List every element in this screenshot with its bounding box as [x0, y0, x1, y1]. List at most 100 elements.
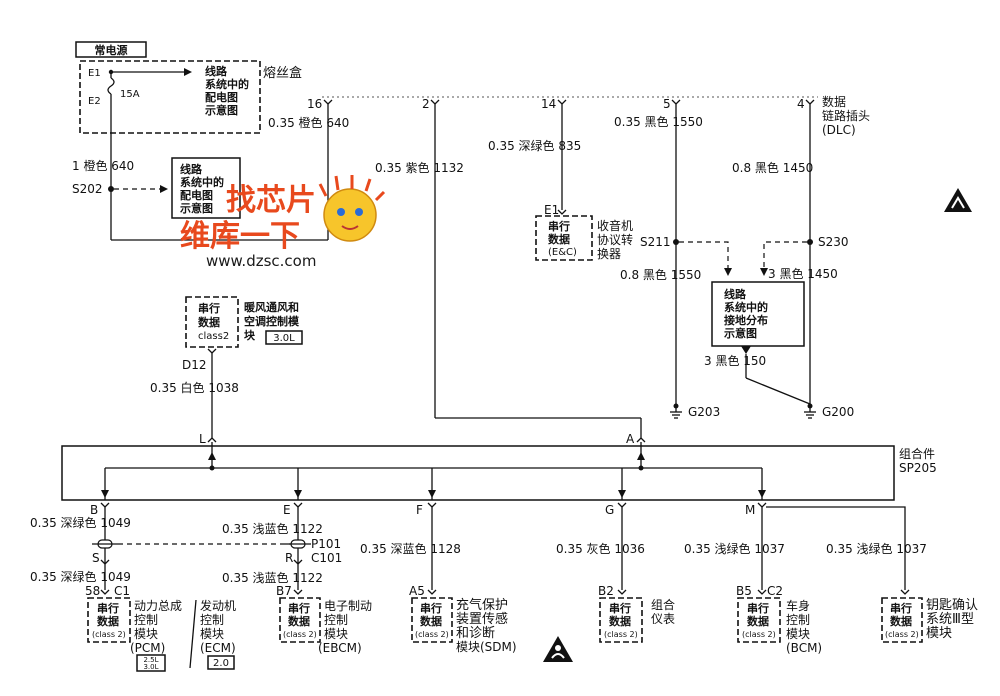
splice-s211: S211: [640, 235, 671, 249]
dlc-pin-16: 16: [307, 97, 322, 111]
airbag-warning-icon: [543, 636, 573, 662]
ground-distribution-ref-box: [711, 281, 805, 347]
esd-warning-icon: [944, 188, 972, 212]
watermark-line1: 找芯片: [226, 183, 316, 218]
wire-label-m2: 0.35 浅绿色 1037: [826, 541, 927, 556]
bcm-line2: 数据: [747, 614, 769, 628]
power-ref-line1: 线路: [205, 64, 228, 78]
wire-label-ground-ref: 3 黑色 150: [704, 354, 766, 368]
sp205-pin-e: E: [283, 503, 291, 517]
bcm-line1: 串行: [747, 601, 769, 615]
mascot-logo: 找芯片 维库一下 www.dzsc.com: [180, 175, 386, 270]
sdm-pin: A5: [409, 584, 425, 598]
sdm-data-box: [411, 597, 453, 643]
watermark-url: www.dzsc.com: [206, 252, 316, 270]
ground-dist-line1: 线路: [724, 287, 747, 301]
ecm-name-1: 发动机: [200, 598, 236, 613]
wire-label-pin5: 0.35 黑色 1550: [614, 115, 703, 129]
wire-label-e-down: 0.35 浅蓝色 1122: [222, 571, 323, 585]
sdm-line1: 串行: [420, 601, 442, 615]
ec-line2: 数据: [548, 232, 570, 246]
sdm-name-1: 充气保护: [456, 597, 508, 613]
sdm-module: A5 串行 数据 (class 2) 充气保护 装置传感 和诊断 模块(SDM): [409, 584, 517, 654]
hvac-engine-tag-box: [265, 330, 303, 345]
hvac-connector: D12: [182, 358, 207, 372]
ec-line3: (E&C): [548, 247, 577, 258]
bcm-name-3: 模块: [786, 627, 810, 641]
passlock-module: 串行 数据 (class 2) 钥匙确认 系统Ⅲ型 模块: [881, 589, 978, 643]
ebcm-data-box: [279, 597, 321, 643]
cluster-line2: 数据: [609, 614, 631, 628]
hvac-line1: 串行: [198, 301, 220, 315]
pcm-name-3: 模块: [134, 627, 158, 641]
fuse-rating: 15A: [120, 89, 140, 100]
pcm-line3: (class 2): [92, 630, 126, 639]
wire-label-f: 0.35 深蓝色 1128: [360, 542, 461, 556]
pcm-module: 58 C1 串行 数据 (class 2) 动力总成 控制 模块 (PCM) 2…: [85, 584, 197, 672]
sp205-pin-m: M: [745, 503, 755, 517]
power-source-title: 常电源: [95, 43, 128, 57]
wire-label-g: 0.35 灰色 1036: [556, 542, 645, 556]
hvac-engine-tag: 3.0L: [273, 333, 295, 344]
cluster-line3: (class 2): [604, 630, 638, 639]
bcm-name-2: 控制: [786, 613, 810, 627]
ground-g200: G200: [822, 405, 854, 419]
wire-label-e-up: 0.35 浅蓝色 1122: [222, 522, 323, 536]
wire-label-hvac: 0.35 白色 1038: [150, 380, 239, 395]
cluster-name-2: 仪表: [651, 612, 675, 626]
passlock-data-box: [881, 597, 923, 643]
cluster-pin: B2: [598, 584, 614, 598]
s202-ref-line3: 配电图: [180, 188, 213, 202]
bcm-line3: (class 2): [742, 630, 776, 639]
hvac-name-2: 空调控制模: [244, 314, 300, 328]
s202-ref-box: [171, 157, 241, 219]
wire-label-s211-down: 0.8 黑色 1550: [620, 268, 701, 282]
ebcm-pin: B7: [276, 584, 292, 598]
ground-dist-line2: 系统中的: [724, 300, 768, 314]
pcm-name-1: 动力总成: [134, 599, 182, 613]
cluster-name-1: 组合: [651, 597, 675, 612]
hvac-name-3: 块: [244, 328, 256, 342]
dlc-pin-5: 5: [663, 97, 671, 111]
dlc-title-2: 链路插头: [822, 108, 870, 123]
c1-pin-s: S: [92, 551, 100, 565]
hvac-name-1: 暖风通风和: [244, 300, 299, 314]
splice-s230: S230: [818, 235, 849, 249]
fuse-terminal-e1: E1: [88, 68, 101, 79]
sp205-splice-pack: L A 组合件 SP205 B E F G M: [61, 432, 937, 517]
ground-dist-line4: 示意图: [723, 326, 757, 340]
passlock-line1: 串行: [890, 601, 912, 615]
cluster-line1: 串行: [609, 601, 631, 615]
pcm-line2: 数据: [97, 614, 119, 628]
wire-label-b-up: 0.35 深绿色 1049: [30, 515, 131, 530]
ebcm-module: B7 串行 数据 (class 2) 电子制动 控制 模块 (EBCM): [276, 584, 372, 655]
ec-module: E1 串行 数据 (E&C) 收音机 协议转 换器: [535, 203, 633, 261]
sp205-pin-g: G: [605, 503, 614, 517]
wire-label-b-down: 0.35 深绿色 1049: [30, 569, 131, 584]
ec-module-box: [535, 215, 593, 261]
dlc-pin-4: 4: [797, 97, 805, 111]
ground-g203: G203: [688, 405, 720, 419]
fuse-terminal-e2: E2: [88, 96, 101, 107]
wire-label-s230-down: 3 黑色 1450: [768, 267, 838, 281]
fuse-icon: [107, 77, 115, 95]
sp205-label-2: SP205: [899, 461, 937, 475]
c101-pin-r: R: [285, 551, 293, 565]
s202-ref-line2: 系统中的: [180, 175, 224, 189]
ground-dist-line3: 接地分布: [724, 313, 768, 327]
pcm-name-2: 控制: [134, 613, 158, 627]
power-ref-line4: 示意图: [204, 103, 238, 117]
bcm-module: B5 C2 串行 数据 (class 2) 车身 控制 模块 (BCM): [736, 584, 822, 655]
passlock-line3: (class 2): [885, 630, 919, 639]
dlc-pin-14: 14: [541, 97, 556, 111]
watermark-line2: 维库一下: [180, 219, 300, 254]
sdm-name-4: 模块(SDM): [456, 640, 517, 654]
hvac-line3: class2: [198, 331, 229, 342]
s202-ref-line1: 线路: [180, 162, 203, 176]
sdm-line2: 数据: [420, 614, 442, 628]
passlock-name-2: 系统Ⅲ型: [926, 612, 974, 627]
pcm-line1: 串行: [97, 601, 119, 615]
pcm-tag-1: 2.5L: [143, 656, 158, 664]
output-wires: 0.35 深绿色 1049 S 0.35 深绿色 1049 0.35 浅蓝色 1…: [30, 506, 927, 590]
wire-label-m: 0.35 浅绿色 1037: [684, 541, 785, 556]
